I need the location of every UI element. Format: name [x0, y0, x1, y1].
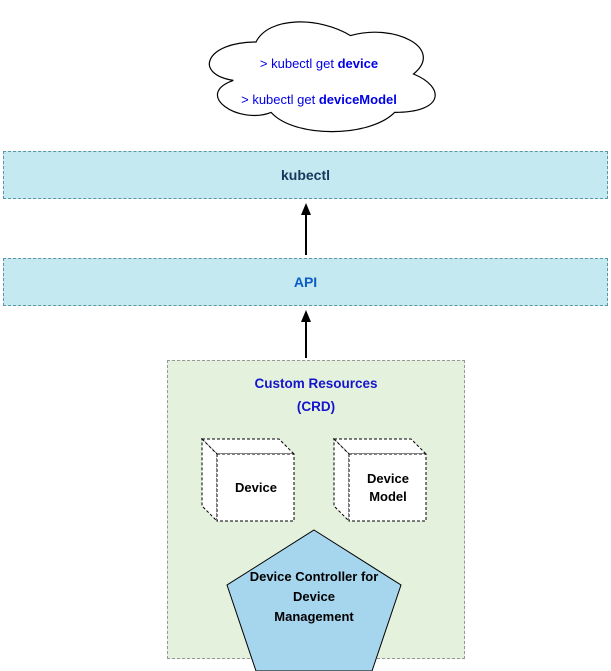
- pentagon-shape-icon: [226, 529, 402, 671]
- cube-shape-icon: [201, 438, 295, 522]
- command-name: device: [337, 56, 379, 71]
- crd-title: Custom Resources (CRD): [254, 376, 378, 414]
- device-controller-label: Device Controller for Device Management: [249, 569, 379, 625]
- device-controller-pentagon: Device Controller for Device Management: [226, 529, 402, 671]
- device-model-cube: Device Model: [333, 438, 427, 522]
- api-label: API: [293, 274, 318, 290]
- kubectl-label: kubectl: [280, 167, 330, 183]
- command-name: deviceModel: [318, 92, 397, 107]
- cloud-shape-icon: [208, 21, 436, 133]
- command-prefix: > kubectl get: [241, 92, 319, 107]
- command-prefix: > kubectl get: [259, 56, 338, 71]
- api-bar: API: [3, 258, 608, 306]
- cube-shape-icon: [333, 438, 427, 522]
- device-cube-label: Device: [235, 480, 277, 496]
- device-model-cube-label: Device Model: [367, 471, 409, 504]
- terminal-cloud: > kubectl get device > kubectl get devic…: [193, 10, 445, 138]
- arrow-api-to-kubectl: [301, 203, 311, 255]
- arrow-crd-to-api: [301, 310, 311, 358]
- cloud-command-line-2: > kubectl get deviceModel: [193, 92, 445, 107]
- kubectl-bar: kubectl: [3, 151, 608, 199]
- device-cube: Device: [201, 438, 295, 522]
- cloud-command-line-1: > kubectl get device: [193, 56, 445, 71]
- crd-container: Custom Resources (CRD) Device Device Mod…: [167, 360, 465, 671]
